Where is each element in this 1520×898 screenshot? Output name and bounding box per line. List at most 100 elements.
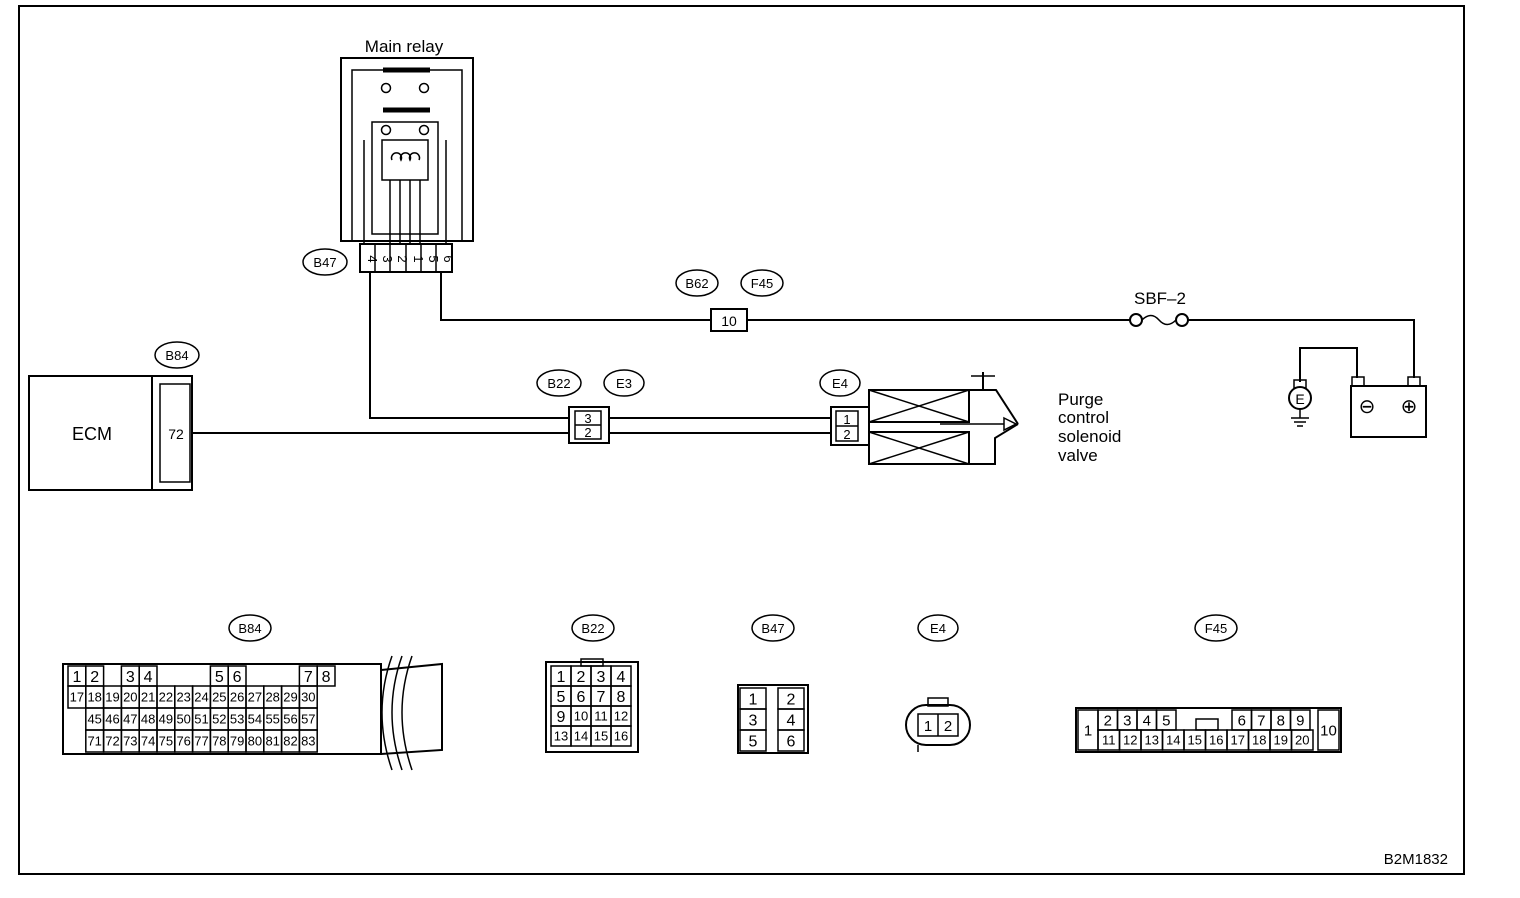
- pin-number: 8: [617, 689, 626, 706]
- valve-label-line: Purge: [1058, 390, 1103, 409]
- relay-pin: 1: [411, 255, 426, 262]
- pin-number: 56: [283, 712, 297, 727]
- pin-number: 15: [594, 729, 608, 744]
- pin-number: 20: [123, 690, 137, 705]
- valve-label-line: control: [1058, 408, 1109, 427]
- pin-number: 77: [194, 734, 208, 749]
- svg-text:E4: E4: [832, 376, 848, 391]
- pin-number: 3: [597, 669, 606, 686]
- pin-number: 4: [144, 669, 153, 686]
- wires: [192, 272, 1415, 434]
- pin-number: 7: [1257, 712, 1265, 729]
- connector-tag-b22: B22: [536, 369, 582, 397]
- pin-number: 27: [248, 690, 262, 705]
- pin-number: 16: [614, 729, 628, 744]
- pin-number: 75: [159, 734, 173, 749]
- pin-cell: [739, 729, 767, 752]
- pin-number: 3: [126, 669, 135, 686]
- pin-number: 50: [176, 712, 190, 727]
- pin-number: 28: [265, 690, 279, 705]
- connector-tag-e4: E4: [819, 369, 861, 397]
- ground-e: E: [1288, 379, 1312, 427]
- pin-number: 21: [141, 690, 155, 705]
- pin-number: 2: [787, 691, 796, 708]
- svg-text:3: 3: [584, 411, 591, 426]
- connector-view-e4: E4 1 2: [905, 614, 971, 752]
- pin-number: 4: [617, 669, 626, 686]
- pin-number: 17: [70, 690, 84, 705]
- pin-number: 24: [194, 690, 208, 705]
- pin-number: 1: [749, 691, 758, 708]
- pin-number: 49: [159, 712, 173, 727]
- pin-number: 18: [87, 690, 101, 705]
- relay-pin: 2: [395, 255, 410, 262]
- pin-number: 26: [230, 690, 244, 705]
- pin-number: 54: [248, 712, 262, 727]
- svg-text:10: 10: [721, 313, 737, 329]
- pin-number: 78: [212, 734, 226, 749]
- pin-number: 4: [1143, 712, 1151, 729]
- pin-number: 18: [1252, 733, 1266, 748]
- pin-number: 25: [212, 690, 226, 705]
- pin-number: 19: [105, 690, 119, 705]
- svg-text:1: 1: [924, 718, 932, 735]
- pin-number: 8: [322, 669, 331, 686]
- svg-text:F45: F45: [1205, 621, 1227, 636]
- pin-number: 2: [1104, 712, 1112, 729]
- connector-tag-b62: B62: [675, 269, 719, 297]
- ecm-unit: ECM 72: [28, 375, 193, 491]
- ecm-label: ECM: [72, 424, 112, 444]
- main-relay-title: Main relay: [365, 37, 444, 56]
- connector-tag-e3: E3: [603, 369, 645, 397]
- figure-code: B2M1832: [1384, 851, 1448, 868]
- svg-text:B22: B22: [547, 376, 570, 391]
- svg-text:SBF–2: SBF–2: [1134, 289, 1186, 308]
- pin-number: 55: [265, 712, 279, 727]
- purge-control-solenoid-valve: Purge control solenoid valve: [868, 372, 1121, 465]
- pin-number: 53: [230, 712, 244, 727]
- pin-number: 83: [301, 734, 315, 749]
- pin-number: 1: [1084, 722, 1092, 739]
- pin-number: 46: [105, 712, 119, 727]
- relay-pin: 5: [426, 255, 441, 262]
- pin-number: 6: [233, 669, 242, 686]
- pin-number: 6: [577, 689, 586, 706]
- pin-number: 74: [141, 734, 155, 749]
- pin-number: 10: [574, 709, 588, 724]
- pin-number: 47: [123, 712, 137, 727]
- svg-text:E3: E3: [616, 376, 632, 391]
- pin-number: 29: [283, 690, 297, 705]
- relay-pin: 3: [380, 255, 395, 262]
- svg-text:2: 2: [843, 427, 850, 442]
- svg-text:E4: E4: [930, 621, 946, 636]
- main-relay: Main relay 4 3 2 1 5 6: [340, 37, 474, 273]
- pin-number: 51: [194, 712, 208, 727]
- fuse-sbf2: SBF–2: [1129, 289, 1189, 327]
- pin-number: 8: [1277, 712, 1285, 729]
- pin-number: 23: [176, 690, 190, 705]
- svg-text:B47: B47: [761, 621, 784, 636]
- pin-number: 13: [554, 729, 568, 744]
- pin-number: 15: [1188, 733, 1202, 748]
- pin-number: 12: [614, 709, 628, 724]
- pin-number: 52: [212, 712, 226, 727]
- pin-number: 1: [557, 669, 566, 686]
- pin-cell: [316, 665, 336, 687]
- pin-number: 6: [787, 733, 796, 750]
- battery: ⊖ ⊕: [1350, 376, 1427, 438]
- pin-number: 82: [283, 734, 297, 749]
- connector-tag-b84: B84: [154, 341, 200, 369]
- pin-number: 7: [597, 689, 606, 706]
- pin-number: 1: [72, 669, 81, 686]
- diagram-frame: [18, 5, 1465, 875]
- svg-text:B47: B47: [313, 255, 336, 270]
- pin-number: 5: [557, 689, 566, 706]
- pin-number: 5: [215, 669, 224, 686]
- pin-number: 14: [574, 729, 588, 744]
- pin-cell: [298, 729, 318, 753]
- pin-number: 57: [301, 712, 315, 727]
- pin-number: 71: [87, 734, 101, 749]
